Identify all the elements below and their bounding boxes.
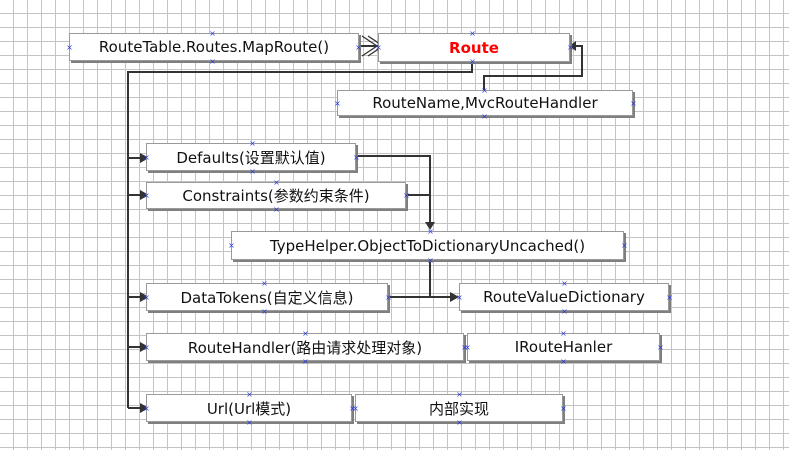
connection-point-icon: × xyxy=(481,112,488,121)
node-label: Url(Url模式) xyxy=(206,399,292,418)
node-label: Constraints(参数约束条件) xyxy=(182,187,370,205)
arrowhead-icon xyxy=(140,190,149,200)
connection-point-icon: × xyxy=(273,178,280,187)
arrowhead-icon xyxy=(425,222,435,230)
node-label: DataTokens(自定义信息) xyxy=(180,288,354,307)
connection-point-icon: × xyxy=(143,404,150,413)
node-label: TypeHelper.ObjectToDictionaryUncached() xyxy=(269,236,586,255)
connection-point-icon: × xyxy=(427,256,434,265)
connector-typehelper-to-dictionary xyxy=(429,260,450,298)
connection-point-icon: × xyxy=(560,404,567,413)
connection-point-icon: × xyxy=(464,343,471,352)
connection-point-icon: × xyxy=(657,343,664,352)
iroutehanler-node: IRouteHanler xyxy=(467,333,660,361)
connection-point-icon: × xyxy=(561,307,568,316)
connector-routename-to-route xyxy=(483,45,583,90)
connection-point-icon: × xyxy=(666,293,673,302)
connection-point-icon: × xyxy=(66,43,73,52)
connection-point-icon: × xyxy=(302,329,309,338)
node-label: RouteHandler(路由请求处理对象) xyxy=(187,338,423,357)
arrowhead-icon xyxy=(140,292,149,302)
connection-point-icon: × xyxy=(560,357,567,366)
node-label: Defaults(设置默认值) xyxy=(176,148,326,167)
connection-point-icon: × xyxy=(481,86,488,95)
connection-point-icon: × xyxy=(630,99,637,108)
node-label: IRouteHanler xyxy=(514,338,613,356)
connection-point-icon: × xyxy=(352,404,359,413)
arrowhead-icon xyxy=(450,292,459,302)
connection-point-icon: × xyxy=(349,404,356,413)
connection-point-icon: × xyxy=(456,418,463,427)
connection-point-icon: × xyxy=(302,357,309,366)
connection-point-icon: × xyxy=(353,153,360,162)
connection-point-icon: × xyxy=(209,57,216,66)
internal-node: 内部实现 xyxy=(355,394,563,422)
connection-point-icon: × xyxy=(621,241,628,250)
connection-point-icon: × xyxy=(567,43,574,52)
routename-node: RouteName,MvcRouteHandler xyxy=(337,90,633,116)
arrowhead-icon xyxy=(140,153,149,163)
arrowhead-icon xyxy=(361,35,379,57)
connection-point-icon: × xyxy=(261,279,268,288)
node-label: RouteName,MvcRouteHandler xyxy=(372,94,598,112)
connector-route-trunk xyxy=(127,62,473,408)
connection-point-icon: × xyxy=(427,227,434,236)
connection-point-icon: × xyxy=(261,307,268,316)
route-node: Route xyxy=(378,33,570,62)
connection-point-icon: × xyxy=(246,390,253,399)
url-node: Url(Url模式) xyxy=(146,394,352,422)
connection-point-icon: × xyxy=(273,205,280,214)
connection-point-icon: × xyxy=(385,293,392,302)
connection-point-icon: × xyxy=(143,343,150,352)
connection-point-icon: × xyxy=(249,139,256,148)
arrowhead-icon xyxy=(140,403,149,413)
connection-point-icon: × xyxy=(403,191,410,200)
routehandler-node: RouteHandler(路由请求处理对象) xyxy=(146,333,464,361)
node-label: Route xyxy=(449,38,499,57)
connection-point-icon: × xyxy=(456,390,463,399)
node-label: RouteTable.Routes.MapRoute() xyxy=(98,38,330,56)
connection-point-icon: × xyxy=(560,329,567,338)
connection-point-icon: × xyxy=(143,191,150,200)
datatokens-node: DataTokens(自定义信息) xyxy=(146,283,388,311)
node-label: 内部实现 xyxy=(428,399,489,418)
connection-point-icon: × xyxy=(249,167,256,176)
maproute-node: RouteTable.Routes.MapRoute() xyxy=(69,33,359,61)
constraints-node: Constraints(参数约束条件) xyxy=(146,182,406,209)
routevaluedictionary-node: RouteValueDictionary xyxy=(459,283,669,311)
connector-defaults-to-typehelper xyxy=(356,155,431,222)
connection-point-icon: × xyxy=(469,29,476,38)
connection-point-icon: × xyxy=(469,57,476,66)
connection-point-icon: × xyxy=(334,99,341,108)
connection-point-icon: × xyxy=(461,343,468,352)
arrowhead-icon xyxy=(140,342,149,352)
defaults-node: Defaults(设置默认值) xyxy=(146,143,356,171)
connection-point-icon: × xyxy=(456,293,463,302)
connection-point-icon: × xyxy=(143,293,150,302)
node-label: RouteValueDictionary xyxy=(483,288,645,306)
connection-point-icon: × xyxy=(143,153,150,162)
connection-point-icon: × xyxy=(561,279,568,288)
arrowhead-icon xyxy=(569,41,576,51)
connection-point-icon: × xyxy=(375,43,382,52)
connection-point-icon: × xyxy=(228,241,235,250)
connection-point-icon: × xyxy=(246,418,253,427)
typehelper-node: TypeHelper.ObjectToDictionaryUncached() xyxy=(231,231,624,260)
connection-point-icon: × xyxy=(209,29,216,38)
connection-point-icon: × xyxy=(355,43,362,52)
